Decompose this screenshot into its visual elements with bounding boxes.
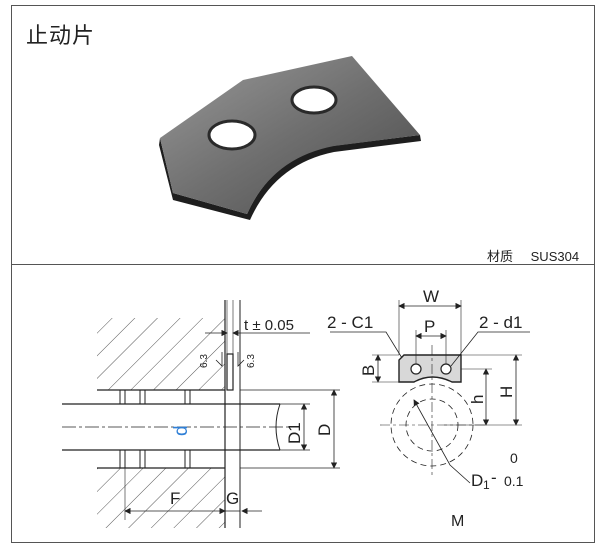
thickness-label: t ± 0.05 <box>244 317 294 334</box>
dim-P: P <box>424 317 435 336</box>
hole-right <box>440 363 452 375</box>
dim-h: h <box>468 395 487 404</box>
housing-lower-hatch <box>97 468 225 528</box>
roughness-right: 6.3 <box>246 354 257 368</box>
material-label: 材质 SUS304 <box>487 246 579 265</box>
dim-D1-main: D <box>471 471 483 490</box>
stopper-plate <box>159 56 421 220</box>
product-title: 止动片 <box>26 23 96 48</box>
part-view <box>330 300 530 484</box>
section-view <box>62 300 340 528</box>
material-value: SUS304 <box>530 249 580 264</box>
dim-D1-dash: - <box>491 468 497 487</box>
dim-W: W <box>423 287 439 306</box>
dim-F: F <box>170 489 180 508</box>
dim-D1-sub: 1 <box>483 478 490 492</box>
housing-upper-hatch <box>97 318 225 390</box>
material-caption: 材质 <box>487 249 514 264</box>
view-caption: M <box>451 513 464 530</box>
dim-D1: D1 <box>285 422 304 444</box>
tol-upper: 0 <box>510 450 518 466</box>
dim-H: H <box>497 386 516 398</box>
plate-outline <box>398 354 462 383</box>
chamfer-label: 2 - C1 <box>327 313 373 332</box>
outer-frame <box>11 5 595 543</box>
dim-G: G <box>226 489 239 508</box>
holes-label: 2 - d1 <box>479 313 522 332</box>
roughness-left: 6.3 <box>199 354 210 368</box>
bore-symbol: d <box>171 425 192 436</box>
dim-B: B <box>359 365 378 376</box>
tol-lower: 0.1 <box>504 473 524 489</box>
stopper-section <box>226 353 234 391</box>
hole-left <box>410 363 422 375</box>
dim-D: D <box>315 424 334 436</box>
section-divider <box>11 264 595 265</box>
